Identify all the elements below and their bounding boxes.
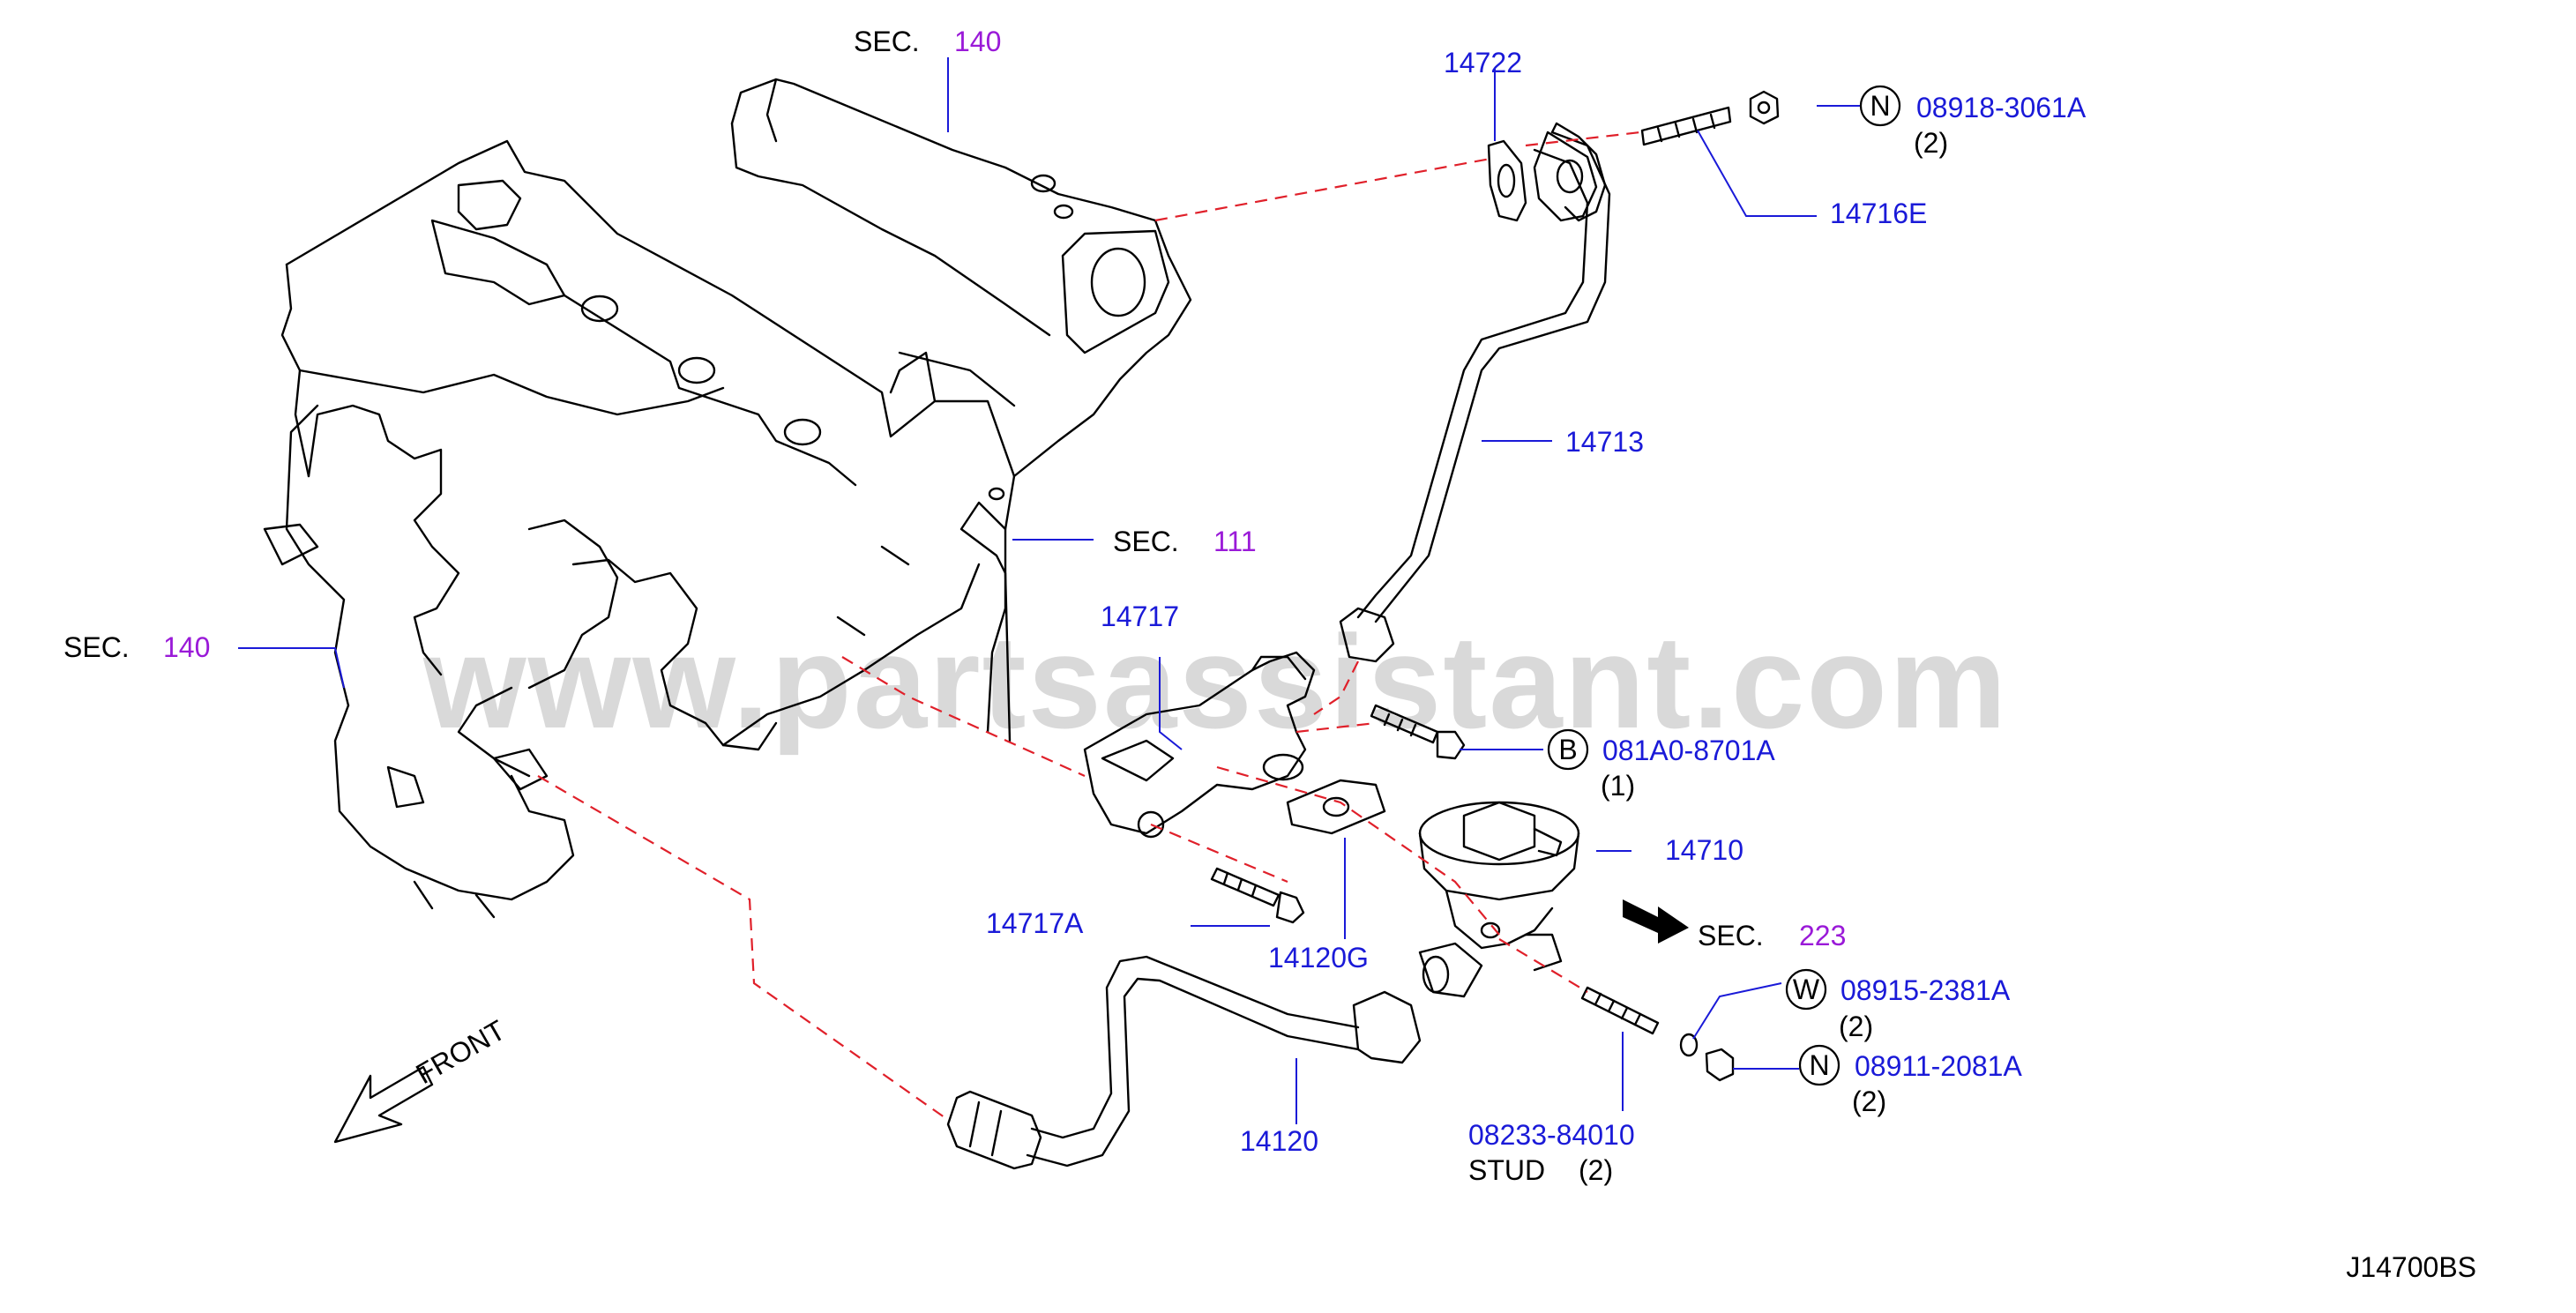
badge-b-1 [1547,728,1589,771]
stud-08233-drawing [1580,986,1735,1082]
tube-14120-drawing [946,955,1422,1170]
diagram-code: J14700BS [2346,1251,2476,1283]
stud-qty: (2) [1579,1154,1613,1186]
part-14722-label[interactable]: 14722 [1444,47,1522,78]
fastener-081A0-qty: (1) [1601,770,1635,802]
sec-140-left-prefix: SEC. [63,631,130,663]
fastener-08911-label[interactable]: 08911-2081A [1855,1050,2022,1082]
badge-n-1 [1859,85,1901,127]
badge-n-1-letter: N [1870,90,1890,122]
badge-b-1-letter: B [1558,734,1577,765]
centerlines [537,131,1641,1121]
bolt-081A0-drawing [1370,704,1466,760]
fastener-081A0-label[interactable]: 081A0-8701A [1602,735,1775,766]
bolt-14717A-drawing [1210,867,1305,924]
sec-223-number[interactable]: 223 [1799,920,1846,951]
part-14710-label[interactable]: 14710 [1665,834,1743,866]
badge-w-1-letter: W [1793,974,1820,1005]
badge-w-1 [1785,968,1827,1011]
stud-label: STUD [1468,1154,1545,1186]
part-14717-label[interactable]: 14717 [1101,601,1179,632]
sec-223-arrow [1623,899,1689,944]
part-14120G-label[interactable]: 14120G [1268,942,1369,974]
sec-111-number[interactable]: 111 [1213,526,1257,557]
watermark: www.partsassistant.com [422,608,2008,756]
part-14716E-label[interactable]: 14716E [1830,198,1927,229]
badge-n-2 [1798,1044,1841,1086]
badge-n-2-letter: N [1809,1049,1829,1081]
part-14120-label[interactable]: 14120 [1240,1125,1318,1157]
fastener-08918-qty: (2) [1914,127,1948,159]
egr-valve-14710-drawing [1418,801,1580,998]
part-14717A-label[interactable]: 14717A [986,907,1084,939]
stud-14716E-drawing [1640,90,1780,146]
fastener-08915-label[interactable]: 08915-2381A [1841,974,2011,1006]
sec-140-left-number[interactable]: 140 [163,631,210,663]
sec-140-top-number[interactable]: 140 [954,26,1001,57]
front-arrow: FRONT [333,1014,511,1144]
sec-140-top-prefix: SEC. [854,26,920,57]
engine-block-drawing [263,78,1192,919]
egr-tube-14713-drawing [1339,122,1611,663]
sec-111-prefix: SEC. [1113,526,1179,557]
leader-lines [238,57,1861,1124]
front-label: FRONT [411,1014,511,1090]
fastener-08918-label[interactable]: 08918-3061A [1916,92,2087,123]
fastener-08915-qty: (2) [1839,1011,1873,1042]
sec-223-prefix: SEC. [1698,920,1764,951]
part-14713-label[interactable]: 14713 [1565,426,1644,458]
part-08233-label[interactable]: 08233-84010 [1468,1119,1635,1151]
fastener-08911-qty: (2) [1852,1085,1886,1117]
